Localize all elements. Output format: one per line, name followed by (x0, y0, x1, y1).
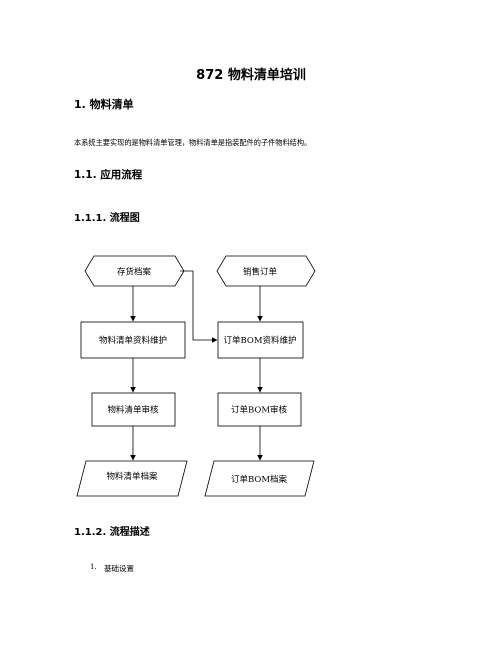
section-heading-1-1: 1.1. 应用流程 (74, 169, 143, 181)
section-heading-1: 1. 物料清单 (74, 98, 134, 111)
flow-node-label: 存货档案 (117, 267, 152, 278)
flow-node-label: 物料清单档案 (106, 471, 158, 482)
flow-node-order-bom-review: 订单BOM审核 (217, 392, 302, 427)
flow-node-inventory-archive: 存货档案 (84, 255, 185, 287)
flow-node-bom-maintain: 物料清单资料维护 (80, 321, 186, 359)
list-item-number: 1. (90, 563, 97, 571)
list-item-text: 基础设置 (104, 564, 134, 573)
flow-node-label: 订单BOM审核 (231, 405, 288, 416)
flow-node-label: 物料清单资料维护 (99, 335, 167, 346)
document-title: 872 物料清单培训 (196, 68, 306, 83)
flow-node-bom-archive: 物料清单档案 (76, 460, 188, 497)
section-heading-1-1-2: 1.1.2. 流程描述 (74, 527, 150, 538)
flow-node-label: 销售订单 (243, 267, 278, 278)
flow-node-sales-order: 销售订单 (216, 255, 316, 287)
flow-node-label: 物料清单审核 (107, 405, 159, 416)
flow-node-order-bom-archive: 订单BOM档案 (204, 460, 315, 497)
flow-connectors (130, 270, 263, 461)
flow-node-label: 订单BOM档案 (231, 474, 288, 485)
section-1-body: 本系统主要实现的是物料清单管理，物料清单是指装配件的子件物料结构。 (74, 138, 312, 147)
flow-node-bom-review: 物料清单审核 (91, 392, 176, 427)
flow-arrow (180, 270, 218, 343)
section-heading-1-1-1: 1.1.1. 流程图 (74, 213, 140, 224)
flow-node-label: 订单BOM资料维护 (223, 335, 296, 346)
flow-node-order-bom-maintain: 订单BOM资料维护 (217, 321, 304, 359)
